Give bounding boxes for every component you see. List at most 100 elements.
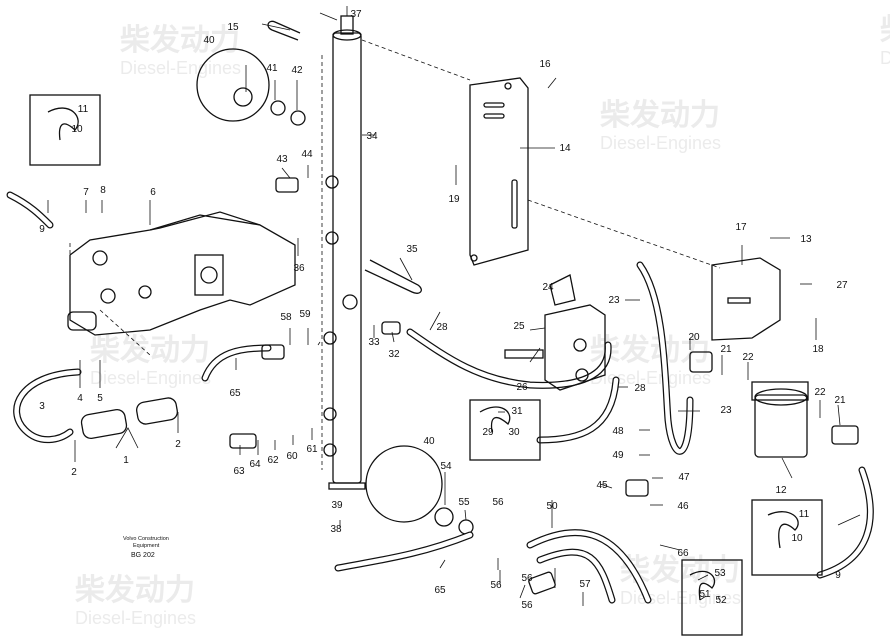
callout-label: 54	[440, 461, 452, 472]
callout-label: 9	[39, 224, 45, 235]
callout-label: 1	[123, 455, 129, 466]
caption-code: BG 202	[131, 552, 155, 559]
callout-label: 10	[791, 533, 803, 544]
callout-label: 45	[596, 480, 608, 491]
watermark-chinese: 柴发动力	[90, 333, 210, 368]
callout-label: 44	[301, 149, 313, 160]
callout-label: 60	[286, 451, 298, 462]
watermark-chinese: 柴发动力	[75, 573, 195, 608]
callout-label: 11	[799, 509, 810, 520]
callout-label: 48	[612, 426, 624, 437]
callout-label: 46	[677, 501, 689, 512]
callout-label: 29	[482, 427, 494, 438]
callout-label: 28	[436, 322, 448, 333]
callout-label: 2	[175, 439, 181, 450]
callout-label: 28	[634, 383, 646, 394]
callout-label: 56	[521, 600, 533, 611]
callout-label: 22	[814, 387, 826, 398]
callout-label: 47	[678, 472, 690, 483]
watermark-english: Diesel-Engines	[590, 368, 711, 388]
callout-label: 21	[834, 395, 846, 406]
callout-label: 39	[331, 500, 343, 511]
callout-label: 20	[688, 332, 700, 343]
callout-label: 19	[448, 194, 460, 205]
callout-label: 56	[490, 580, 502, 591]
callout-label: 8	[100, 185, 106, 196]
callout-label: 34	[366, 131, 378, 142]
callout-label: 9	[835, 570, 841, 581]
callout-label: 66	[677, 548, 689, 559]
callout-label: 4	[77, 393, 83, 404]
watermark-chinese: 柴发动力	[600, 98, 720, 133]
callout-label: 57	[579, 579, 591, 590]
callout-label: 53	[714, 568, 726, 579]
callout-label: 23	[720, 405, 732, 416]
callout-label: 55	[458, 497, 470, 508]
watermark-english: Diesel-Engines	[620, 588, 741, 608]
callout-label: 7	[83, 187, 89, 198]
callout-label: 5	[97, 393, 103, 404]
callout-label: 14	[559, 143, 571, 154]
callout-label: 37	[350, 9, 362, 20]
callout-label: 59	[299, 309, 311, 320]
callout-label: 16	[539, 59, 551, 70]
watermark-english: Diesel-Engines	[90, 368, 211, 388]
callout-label: 49	[612, 450, 624, 461]
callout-label: 12	[775, 485, 787, 496]
callout-label: 64	[249, 459, 261, 470]
caption-line2: Equipment	[133, 543, 160, 549]
watermark-english: Diesel-Engines	[75, 608, 196, 628]
watermark-chinese: 柴发动力	[120, 23, 240, 58]
callout-label: 32	[388, 349, 400, 360]
watermark-english: Diesel-Engines	[880, 48, 890, 68]
callout-label: 40	[203, 35, 215, 46]
callout-label: 62	[267, 455, 279, 466]
callout-label: 27	[836, 280, 848, 291]
watermark-english: Diesel-Engines	[120, 58, 241, 78]
callout-label: 13	[800, 234, 812, 245]
callout-label: 23	[608, 295, 620, 306]
callout-label: 18	[812, 344, 824, 355]
callout-label: 35	[406, 244, 418, 255]
callout-label: 51	[699, 589, 711, 600]
callout-label: 10	[71, 124, 83, 135]
callout-label: 41	[266, 63, 278, 74]
callout-label: 31	[511, 406, 523, 417]
callout-label: 65	[229, 388, 241, 399]
watermark-english: Diesel-Engines	[600, 133, 721, 153]
callout-label: 26	[516, 382, 528, 393]
leader-lines	[47, 12, 861, 606]
callout-label: 24	[542, 282, 554, 293]
callout-label: 6	[150, 187, 156, 198]
callout-label: 17	[735, 222, 747, 233]
callout-label: 65	[434, 585, 446, 596]
callout-label: 11	[78, 104, 89, 115]
callout-label: 50	[546, 501, 558, 512]
callout-label: 52	[715, 595, 727, 606]
callout-label: 2	[71, 467, 77, 478]
callout-label: 56	[521, 573, 533, 584]
part-drawing	[6, 6, 874, 636]
watermark-chinese: 柴发动力	[880, 13, 890, 48]
callout-label: 63	[233, 466, 245, 477]
callout-label: 42	[291, 65, 303, 76]
callout-label: 36	[293, 263, 305, 274]
callout-label: 56	[492, 497, 504, 508]
callout-label: 3	[39, 401, 45, 412]
watermark-layer: 柴发动力Diesel-Engines柴发动力Diesel-Engines柴发动力…	[75, 13, 890, 628]
caption-line1: Volvo Construction	[123, 536, 169, 542]
callout-label: 40	[423, 436, 435, 447]
callout-label: 38	[330, 524, 342, 535]
callout-label: 15	[227, 22, 239, 33]
callout-label: 43	[276, 154, 288, 165]
callout-label: 21	[720, 344, 732, 355]
callout-label: 33	[368, 337, 380, 348]
callout-label: 61	[306, 444, 318, 455]
callout-label: 30	[508, 427, 520, 438]
callout-label: 25	[513, 321, 525, 332]
callout-label: 22	[742, 352, 754, 363]
callout-label: 58	[280, 312, 292, 323]
